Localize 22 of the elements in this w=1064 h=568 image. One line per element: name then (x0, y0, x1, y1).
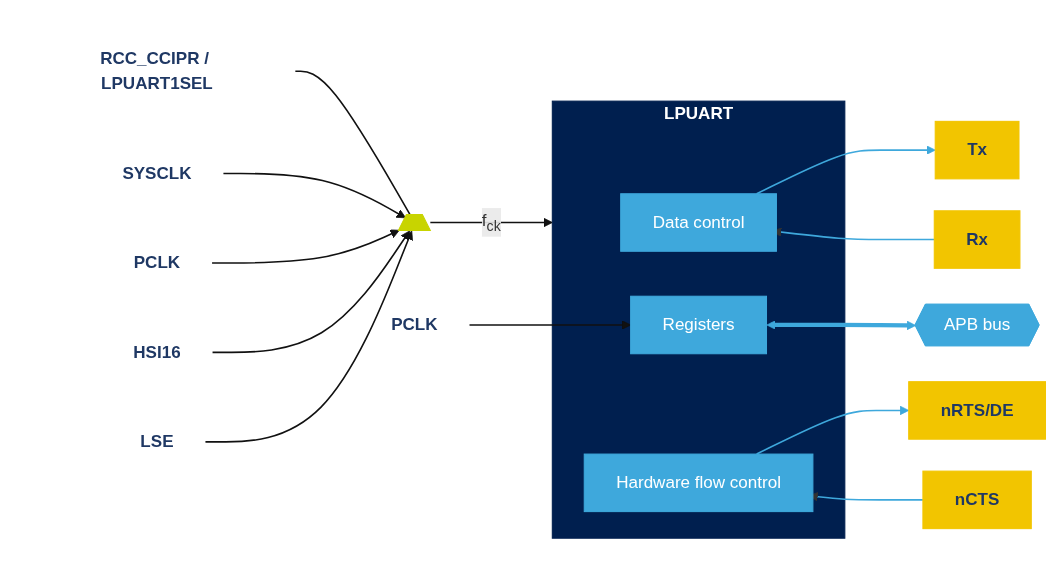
node-box: Tx (934, 120, 1020, 180)
node-text: HSI16 (133, 342, 181, 361)
node-trapezoid (397, 214, 432, 232)
arrow (755, 145, 936, 195)
node-box: Registers (630, 295, 767, 355)
arrow (211, 229, 400, 264)
arrow (204, 230, 413, 443)
node-box: Hardware flow control (583, 453, 814, 513)
connector (294, 70, 412, 216)
arrow (766, 320, 917, 331)
edge-label: f$_{ck}$ (481, 211, 501, 234)
node-box: nCTS (922, 470, 1032, 530)
node-text: SYSCLK (122, 163, 192, 183)
arrow (222, 172, 406, 219)
node-box: Rx (933, 210, 1021, 269)
node-box: nRTS/DE (908, 381, 1046, 440)
node-text: PCLK (133, 253, 181, 272)
node-text: LSE (140, 432, 174, 451)
node-text: RCC_CCIPR / LPUART1SEL (100, 48, 213, 93)
arrow (211, 230, 410, 354)
node-box: Data control (620, 193, 777, 252)
node-text: PCLK (391, 315, 438, 334)
